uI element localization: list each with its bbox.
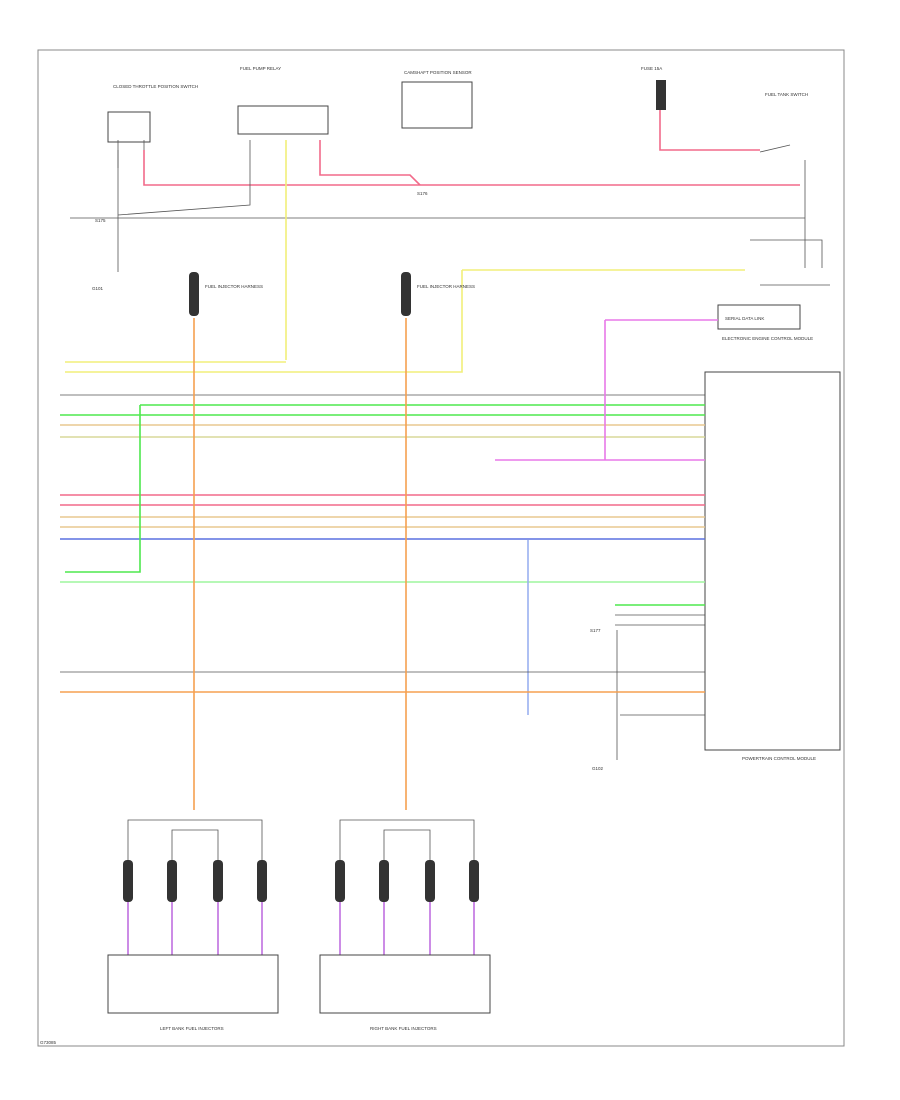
ground-right-icon: G102 (592, 745, 618, 771)
right-bank-label: RIGHT BANK FUEL INJECTORS (370, 1026, 437, 1031)
splice-label-left: S175 (95, 218, 106, 223)
pcm-block: ELECTRONIC ENGINE CONTROL MODULE SERIAL … (704, 304, 841, 761)
diagram-border (37, 49, 845, 1047)
svg-text:FUSE 15A: FUSE 15A (641, 66, 662, 71)
ctp-switch: CLOSED THROTTLE POSITION SWITCH (107, 84, 198, 168)
footer-code: G73085 (40, 1040, 57, 1045)
cam-sensor: CAMSHAFT POSITION SENSOR (401, 70, 473, 129)
splice-label-right: S177 (590, 628, 601, 633)
svg-text:FUEL PUMP RELAY: FUEL PUMP RELAY (240, 66, 281, 71)
pcm-label: POWERTRAIN CONTROL MODULE (742, 756, 816, 761)
fuel-injector-harness-left: FUEL INJECTOR HARNESS (189, 272, 263, 316)
ground-left-icon: G101 (92, 258, 119, 291)
svg-text:G102: G102 (592, 766, 604, 771)
fuel-tank-switch: FUEL TANK SWITCH (759, 92, 808, 153)
top-wires (65, 110, 830, 373)
splice-label-mid: S176 (417, 191, 428, 196)
fuse: FUSE 15A (641, 66, 666, 110)
svg-text:CAMSHAFT POSITION SENSOR: CAMSHAFT POSITION SENSOR (404, 70, 472, 75)
svg-text:G101: G101 (92, 286, 104, 291)
svg-text:FUEL INJECTOR HARNESS: FUEL INJECTOR HARNESS (205, 284, 263, 289)
svg-text:FUEL TANK SWITCH: FUEL TANK SWITCH (765, 92, 808, 97)
fuel-pump-relay: FUEL PUMP RELAY (237, 66, 329, 135)
left-bank-label: LEFT BANK FUEL INJECTORS (160, 1026, 224, 1031)
left-injector-bank: LEFT BANK FUEL INJECTORS (107, 819, 279, 1031)
injector-feeds (193, 318, 407, 810)
svg-text:FUEL INJECTOR HARNESS: FUEL INJECTOR HARNESS (417, 284, 475, 289)
bus-wires (60, 319, 718, 745)
svg-text:CLOSED THROTTLE POSITION SWITC: CLOSED THROTTLE POSITION SWITCH (113, 84, 198, 89)
right-injector-bank: RIGHT BANK FUEL INJECTORS (319, 819, 491, 1031)
svg-text:ELECTRONIC ENGINE CONTROL MODU: ELECTRONIC ENGINE CONTROL MODULE (722, 336, 813, 341)
svg-text:SERIAL DATA LINK: SERIAL DATA LINK (725, 316, 764, 321)
fuel-injector-harness-right: FUEL INJECTOR HARNESS (401, 272, 475, 316)
